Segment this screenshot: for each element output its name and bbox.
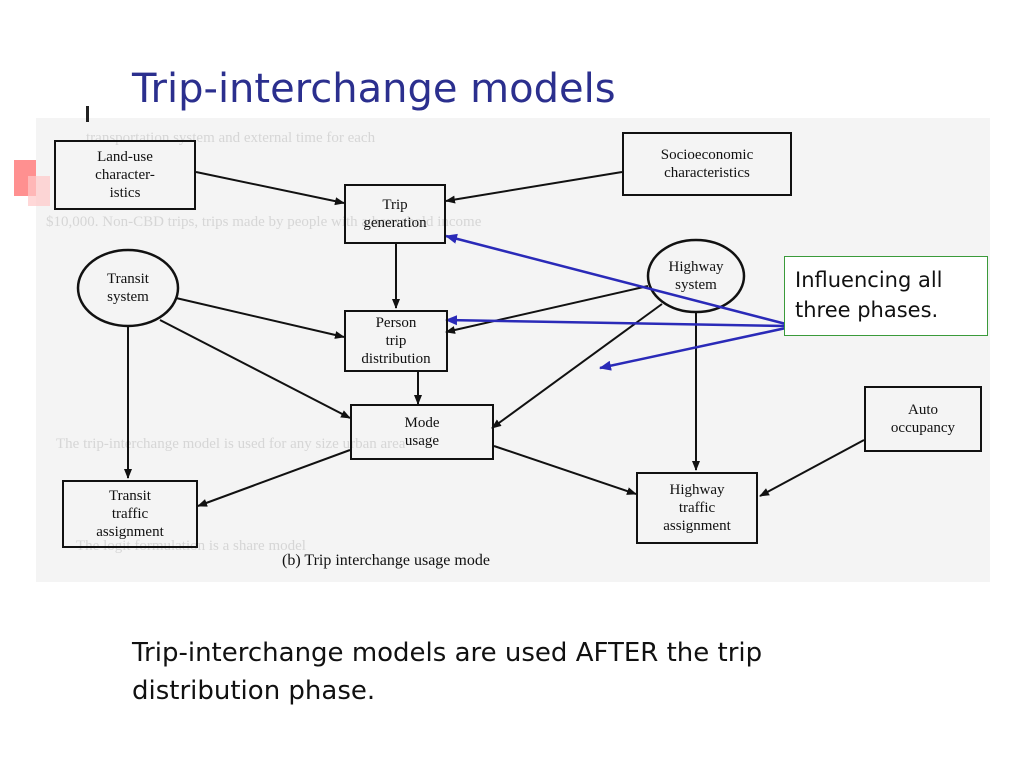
arrow-transit-to-mode bbox=[159, 319, 351, 419]
callout-box: Influencing all three phases. bbox=[784, 256, 988, 336]
slide-body-text: Trip-interchange models are used AFTER t… bbox=[132, 638, 763, 706]
arrow-auto-to-highway-assignment bbox=[759, 439, 865, 497]
arrow-transit-to-distribution bbox=[175, 297, 345, 339]
arrow-highway-to-distribution bbox=[445, 285, 649, 334]
landuse-box: Land-use character- istics bbox=[54, 140, 196, 210]
highway-traffic-assignment-box: Highway traffic assignment bbox=[636, 472, 758, 544]
arrow-landuse-to-generation bbox=[195, 171, 345, 206]
faded-text-line: transportation system and external time … bbox=[86, 130, 376, 146]
transit-system-node: Transit system bbox=[107, 271, 149, 305]
callout-pointer-generation bbox=[445, 233, 787, 326]
diagram-caption: (b) Trip interchange usage mode bbox=[282, 552, 490, 569]
faded-text-line: $10,000. Non-CBD trips, trips made by pe… bbox=[46, 214, 482, 230]
callout-pointer-distribution bbox=[445, 315, 787, 328]
bullet-marker bbox=[86, 106, 89, 122]
arrow-mode-to-transit-assignment bbox=[197, 449, 351, 507]
highway-system-node: Highway system bbox=[668, 259, 724, 293]
slide-title: Trip-interchange models bbox=[132, 66, 616, 112]
socioeconomic-box: Socioeconomic characteristics bbox=[622, 132, 792, 196]
trip-generation-box: Trip generation bbox=[344, 184, 446, 244]
slide-accent-pink bbox=[28, 176, 50, 206]
arrow-highway-to-mode bbox=[491, 303, 663, 429]
arrow-mode-to-highway-assignment bbox=[493, 445, 637, 495]
auto-occupancy-box: Auto occupancy bbox=[864, 386, 982, 452]
callout-pointer-mode bbox=[599, 326, 787, 371]
transit-traffic-assignment-box: Transit traffic assignment bbox=[62, 480, 198, 548]
arrow-socio-to-generation bbox=[445, 171, 623, 204]
person-trip-distribution-box: Person trip distribution bbox=[344, 310, 448, 372]
faded-text-line: The trip-interchange model is used for a… bbox=[56, 436, 406, 452]
mode-usage-box: Mode usage bbox=[350, 404, 494, 460]
